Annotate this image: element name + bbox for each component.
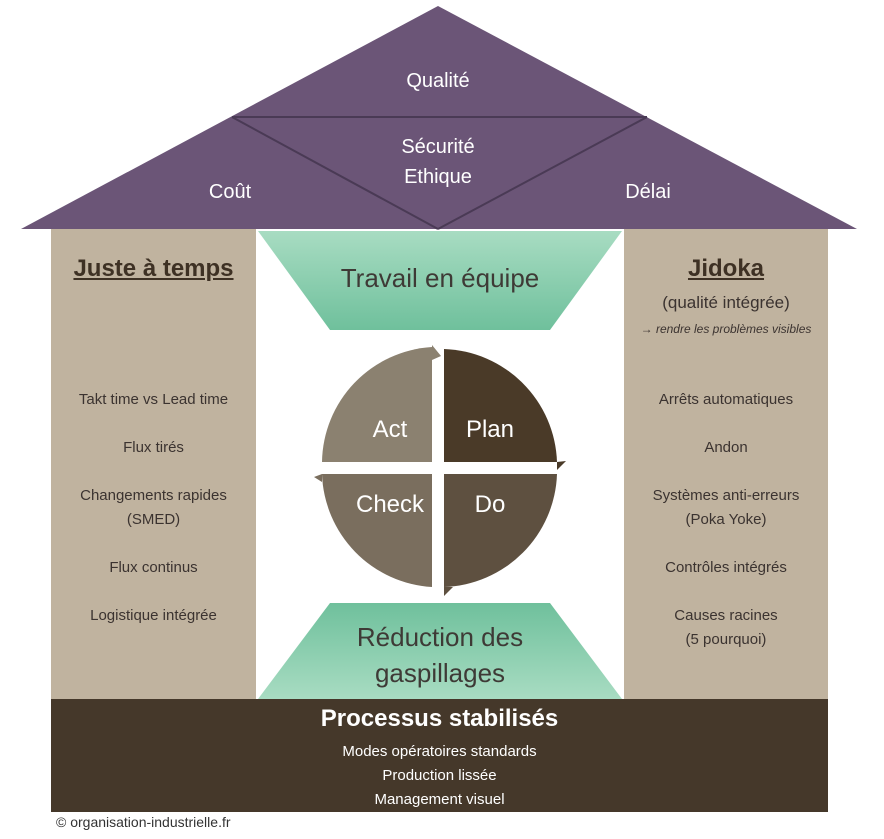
right-pillar-note: → rendre les problèmes visibles bbox=[640, 322, 812, 336]
left-pillar-title: Juste à temps bbox=[73, 255, 234, 282]
pdca-plan-quadrant bbox=[444, 349, 557, 462]
roof-safety: Sécurité bbox=[401, 136, 475, 158]
foundation-item: Modes opératoires standards bbox=[342, 743, 537, 760]
right-pillar-subtitle: (qualité intégrée) bbox=[662, 293, 790, 312]
right-pillar-title: Jidoka bbox=[687, 255, 765, 282]
waste-reduction-label-1: Réduction des bbox=[356, 622, 524, 652]
left-pillar-item: Changements rapides (SMED) bbox=[80, 487, 227, 528]
roof-ethics: Ethique bbox=[404, 166, 472, 188]
pdca-check-quadrant bbox=[322, 474, 432, 587]
pdca-arrow-plan bbox=[432, 345, 441, 360]
pdca-arrow-do bbox=[557, 461, 566, 470]
right-pillar-item: Andon bbox=[704, 439, 748, 456]
roof-line-right-diag bbox=[437, 116, 648, 230]
pdca-act-quadrant bbox=[322, 347, 432, 462]
foundation-base: Processus stabilisés Modes opératoires s… bbox=[51, 699, 828, 812]
pdca-do-label: Do bbox=[474, 491, 506, 518]
left-pillar-item: Flux continus bbox=[109, 559, 198, 576]
roof-cost: Coût bbox=[208, 181, 252, 203]
roof-quality: Qualité bbox=[406, 70, 470, 92]
left-pillar-item: Flux tirés bbox=[123, 439, 184, 456]
pdca-act-label: Act bbox=[372, 416, 408, 443]
teamwork-label: Travail en équipe bbox=[340, 263, 540, 293]
foundation-title: Processus stabilisés bbox=[320, 705, 559, 732]
foundation-item: Production lissée bbox=[382, 767, 497, 784]
pdca-do-quadrant bbox=[444, 474, 557, 587]
left-pillar-item: Takt time vs Lead time bbox=[78, 391, 229, 408]
right-pillar-item: Arrêts automatiques bbox=[658, 391, 794, 408]
teamwork-block bbox=[258, 231, 622, 330]
left-pillar: Juste à temps Takt time vs Lead time Flu… bbox=[51, 229, 256, 699]
waste-reduction-block bbox=[258, 603, 622, 699]
pdca-plan-label: Plan bbox=[465, 416, 515, 443]
right-pillar-item: Causes racines (5 pourquoi) bbox=[674, 607, 778, 648]
pdca-arrow-act bbox=[314, 474, 322, 482]
roof-delay: Délai bbox=[625, 181, 671, 203]
foundation-item: Management visuel bbox=[374, 791, 505, 808]
copyright-text: © organisation-industrielle.fr bbox=[56, 814, 231, 830]
right-pillar: Jidoka (qualité intégrée) → rendre les p… bbox=[624, 229, 828, 699]
roof-line-left-diag bbox=[231, 116, 439, 230]
left-pillar-item: Logistique intégrée bbox=[90, 607, 217, 624]
pdca-arrow-check bbox=[444, 587, 453, 596]
right-pillar-item: Contrôles intégrés bbox=[665, 559, 787, 576]
pdca-check-label: Check bbox=[355, 491, 425, 518]
right-pillar-item: Systèmes anti-erreurs (Poka Yoke) bbox=[652, 487, 800, 528]
waste-reduction-label-2: gaspillages bbox=[374, 658, 506, 688]
